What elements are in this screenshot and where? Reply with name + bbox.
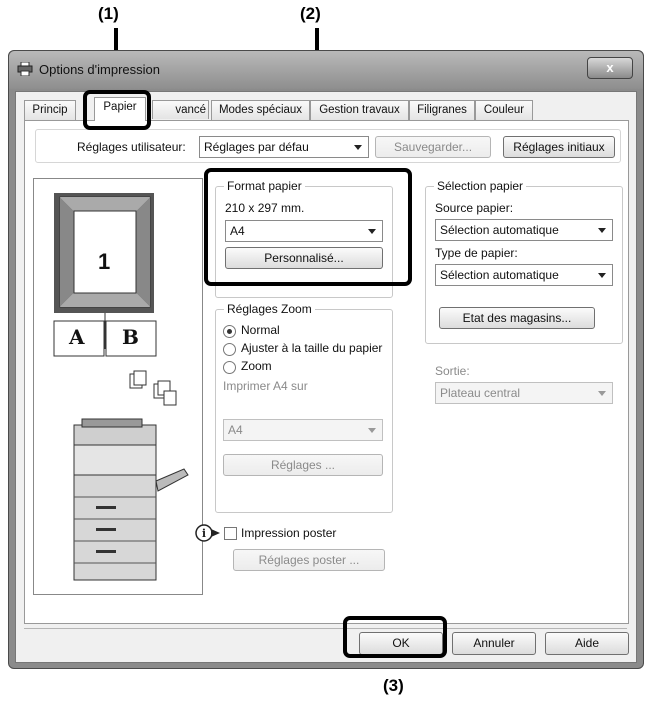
chevron-down-icon	[354, 145, 362, 150]
info-icon[interactable]: i	[195, 523, 221, 543]
zoom-custom-label[interactable]: Zoom	[241, 359, 272, 373]
chevron-down-icon	[598, 391, 606, 396]
callout-3-label: (3)	[383, 676, 404, 695]
svg-text:i: i	[202, 527, 206, 540]
paper-size-text: 210 x 297 mm.	[225, 201, 305, 215]
chevron-down-icon	[598, 228, 606, 233]
chevron-down-icon	[368, 428, 376, 433]
preview-pane: 1 A B	[33, 178, 203, 595]
zoom-normal-label[interactable]: Normal	[241, 323, 280, 337]
print-on-label: Imprimer A4 sur	[223, 379, 308, 393]
print-on-select[interactable]: A4	[223, 419, 383, 441]
poster-print-checkbox[interactable]	[224, 527, 237, 540]
preview-illustration	[53, 193, 189, 581]
printer-icon	[17, 62, 33, 76]
paper-format-select[interactable]: A4	[225, 220, 383, 242]
user-settings-label: Réglages utilisateur:	[77, 140, 186, 154]
highlight-ok-button	[343, 616, 447, 658]
paper-source-select[interactable]: Sélection automatique	[435, 219, 613, 241]
user-settings-value: Réglages par défau	[204, 140, 309, 154]
output-value: Plateau central	[440, 386, 521, 400]
paper-source-value: Sélection automatique	[440, 223, 559, 237]
zoom-settings-group: Réglages Zoom	[215, 302, 393, 513]
zoom-settings-title: Réglages Zoom	[224, 302, 315, 316]
zoom-normal-radio[interactable]	[223, 325, 236, 338]
tab-papier[interactable]: Papier	[94, 97, 146, 121]
zoom-fit-label[interactable]: Ajuster à la taille du papier	[241, 341, 383, 355]
paper-type-select[interactable]: Sélection automatique	[435, 264, 613, 286]
user-settings-select[interactable]: Réglages par défau	[199, 136, 369, 158]
status-divider	[24, 628, 627, 629]
paper-type-value: Sélection automatique	[440, 268, 559, 282]
ok-button[interactable]: OK	[359, 632, 443, 655]
print-on-value: A4	[228, 423, 243, 437]
tray-status-button[interactable]: Etat des magasins...	[439, 307, 595, 329]
paper-format-group: Format papier	[215, 179, 393, 298]
save-settings-button[interactable]: Sauvegarder...	[375, 136, 491, 158]
user-settings-group	[35, 129, 621, 163]
callout-2-label: (2)	[300, 4, 321, 23]
cancel-button[interactable]: Annuler	[452, 632, 536, 655]
callout-1-label: (1)	[98, 4, 119, 23]
tab-modes-speciaux[interactable]: Modes spéciaux	[211, 100, 310, 120]
tab-principal[interactable]: Princip	[24, 100, 76, 120]
close-button[interactable]: x	[587, 57, 633, 79]
tab-couleur[interactable]: Couleur	[475, 100, 533, 120]
highlight-paper-format	[204, 168, 412, 286]
print-options-window: Options d'impression x Princip Papier va…	[8, 50, 644, 669]
title-bar[interactable]: Options d'impression x	[9, 51, 643, 89]
zoom-settings-button[interactable]: Réglages ...	[223, 454, 383, 476]
tab-filigranes[interactable]: Filigranes	[409, 100, 475, 120]
output-label: Sortie:	[435, 364, 470, 378]
chevron-down-icon	[368, 229, 376, 234]
papier-tab-panel: Réglages utilisateur: Réglages par défau…	[24, 120, 629, 624]
preview-book-right: B	[122, 325, 139, 349]
preview-page-number: 1	[98, 249, 111, 274]
output-select[interactable]: Plateau central	[435, 382, 613, 404]
paper-selection-group: Sélection papier	[425, 179, 623, 344]
custom-size-button[interactable]: Personnalisé...	[225, 247, 383, 269]
paper-type-label: Type de papier:	[435, 246, 518, 260]
tab-avance[interactable]: vancé	[152, 100, 209, 119]
poster-print-label[interactable]: Impression poster	[241, 526, 337, 540]
zoom-fit-radio[interactable]	[223, 343, 236, 356]
window-title: Options d'impression	[39, 62, 160, 77]
paper-format-title: Format papier	[224, 179, 305, 193]
paper-format-value: A4	[230, 224, 245, 238]
tab-gestion-travaux[interactable]: Gestion travaux	[310, 100, 409, 120]
reset-settings-button[interactable]: Réglages initiaux	[503, 136, 615, 158]
chevron-down-icon	[598, 273, 606, 278]
poster-settings-button[interactable]: Réglages poster ...	[233, 549, 385, 571]
dialog-client-area: Princip Papier vancé Modes spéciaux Gest…	[15, 91, 637, 663]
zoom-custom-radio[interactable]	[223, 361, 236, 374]
highlight-papier-tab	[83, 90, 151, 130]
preview-book-left: A	[69, 325, 85, 349]
paper-selection-title: Sélection papier	[434, 179, 527, 193]
paper-source-label: Source papier:	[435, 201, 514, 215]
help-button[interactable]: Aide	[545, 632, 629, 655]
